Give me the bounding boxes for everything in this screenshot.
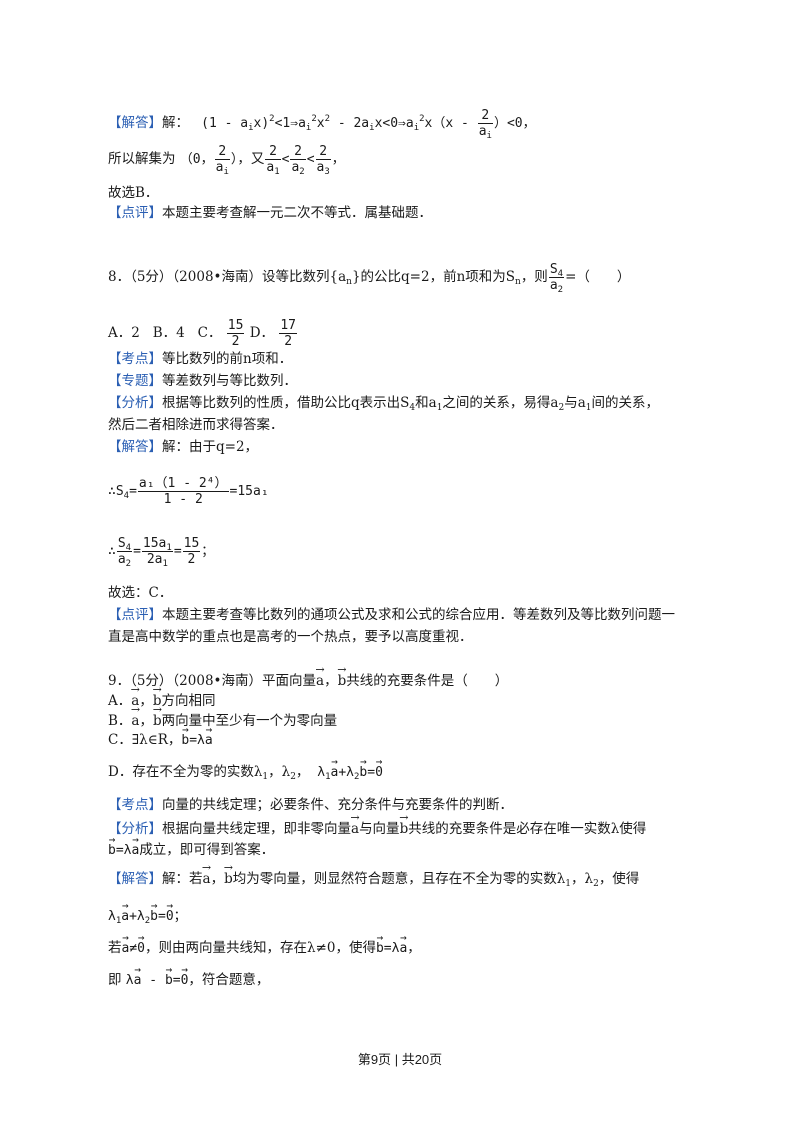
q9-jieda: 【解答】解：若a，b均为零向量，则显然符合题意，且存在不全为零的实数λ1，λ2，… (108, 866, 640, 889)
jieda-label: 【解答】 (108, 115, 162, 131)
q9-fenxi-1: 【分析】根据向量共线定理，即非零向量a与向量b共线的充要条件是必存在唯一实数λ使… (108, 816, 646, 838)
q8-zhuanti: 【专题】等差数列与等比数列． (108, 372, 297, 390)
jieda-label: 【解答】 (108, 439, 162, 455)
q8-header-mid: }的公比q=2，前n项和为S (351, 269, 516, 285)
fenxi-1c: 之间的关系，易得a (442, 395, 559, 411)
q9-ruo-line: 若a≠0，则由两向量共线知，存在λ≠0，使得b=λa， (108, 936, 421, 958)
review-text: 本题主要考查解一元二次不等式．属基础题． (162, 205, 432, 221)
zhuanti-label: 【专题】 (108, 373, 162, 389)
q9-jie-b: 均为零向量，则显然符合题意，且存在不全为零的实数λ (232, 871, 566, 887)
fenxi-1a: 根据等比数列的性质，借助公比q表示出S (162, 395, 410, 411)
q8-eq1: ∴S4=a₁（1 - 2⁴）1 - 2=15a₁ (108, 476, 269, 507)
page-total: 共20页 (401, 1052, 443, 1067)
q8-choose: 故选：C． (108, 585, 173, 601)
q9-option-c: C．∃λ∈R，b=λa (108, 728, 213, 750)
q8-option-a: A．2 (108, 325, 140, 341)
dianping-label: 【点评】 (108, 607, 162, 623)
page-separator: | (394, 1052, 399, 1067)
q8-sub-n: n (346, 277, 352, 287)
opt-d-text: D．存在不全为零的实数λ (108, 764, 263, 780)
fenxi-label: 【分析】 (108, 821, 162, 837)
q9-fenxi-1a: 根据向量共线定理，即非零向量 (162, 821, 351, 837)
q8-header-end: ，则 (520, 269, 548, 285)
zhuanti-text: 等差数列与等比数列． (162, 373, 297, 389)
q9-jie-a: 解：若 (162, 871, 203, 887)
ruo-b-text: ，则由两向量共线知，存在λ≠0，使得 (144, 940, 376, 956)
solution-set-text: 所以解集为 (108, 151, 176, 167)
opt-c-text: C．∃λ∈R， (108, 732, 182, 748)
q9-eq-lambda: λ1a+λ2b=0； (108, 904, 187, 926)
q8-review-1: 【点评】本题主要考查等比数列的通项公式及求和公式的综合应用．等差数列及等比数列问… (108, 606, 675, 624)
q9-option-b: B．a，b两向量中至少有一个为零向量 (108, 708, 337, 730)
q9-option-d: D．存在不全为零的实数λ1，λ2， λ1a+λ2b=0 (108, 760, 383, 782)
q9-fenxi-2-text: 成立，即可得到答案． (139, 842, 275, 858)
q9-fenxi-1c: 共线的充要条件是必存在唯一实数λ使得 (408, 821, 647, 837)
q8-jie-text: 解：由于q=2， (162, 439, 259, 455)
kaodian-text: 等比数列的前n项和． (162, 351, 293, 367)
q8-option-d: D． (249, 325, 275, 341)
q8-kaodian: 【考点】等比数列的前n项和． (108, 350, 292, 368)
ruo-text: 若 (108, 940, 122, 956)
page-footer: 第9页 | 共20页 (0, 1049, 800, 1068)
q8-paren: =（ ） (565, 269, 631, 285)
q9-kaodian: 【考点】向量的共线定理；必要条件、充分条件与充要条件的判断． (108, 796, 513, 814)
opt-b-prefix: B． (108, 713, 132, 729)
opt-a-text: 方向相同 (161, 693, 216, 709)
prev-choose: 故选B． (108, 185, 159, 201)
q9-fenxi-2: b=λa成立，即可得到答案． (108, 838, 274, 860)
prev-review: 【点评】本题主要考查解一元二次不等式．属基础题． (108, 204, 432, 222)
q8-review-2: 直是高中数学的重点也是高考的一个热点，要予以高度重视． (108, 629, 473, 645)
q8-header: 8．（5分）（2008•海南）设等比数列{an}的公比q=2，前n项和为Sn，则… (108, 262, 631, 295)
q9-option-a: A．a，b方向相同 (108, 688, 215, 710)
page-number: 第9页 (357, 1052, 392, 1067)
fenxi-1e: 间的关系， (591, 395, 660, 411)
opt-a-prefix: A． (108, 693, 132, 709)
kaodian-label: 【考点】 (108, 351, 162, 367)
ji-end-text: ，符合题意， (188, 972, 270, 988)
q8-option-c: C． (197, 325, 222, 341)
q9-header: 9．（5分）（2008•海南）平面向量a，b共线的充要条件是（ ） (108, 668, 508, 690)
q8-option-b: B．4 (152, 325, 185, 341)
review-1-text: 本题主要考查等比数列的通项公式及求和公式的综合应用．等差数列及等比数列问题一 (162, 607, 675, 623)
fenxi-1b: 和a (415, 395, 437, 411)
q9-header-b: 共线的充要条件是（ ） (346, 673, 509, 689)
eq1-rhs: =15a₁ (229, 484, 269, 499)
q8-sub-sn: n (515, 277, 521, 287)
you-text: ，又 (237, 151, 265, 167)
q9-jie-c: ，使得 (598, 871, 640, 887)
q9-ji-line: 即 λa - b=0，符合题意， (108, 968, 269, 990)
ji-text: 即 (108, 972, 122, 988)
jie-text: 解： (162, 115, 189, 131)
q8-fenxi-1: 【分析】根据等比数列的性质，借助公比q表示出S4和a1之间的关系，易得a2与a1… (108, 395, 660, 413)
q8-fenxi-2: 然后二者相除进而求得答案． (108, 417, 284, 433)
dianping-label: 【点评】 (108, 205, 162, 221)
q8-jieda: 【解答】解：由于q=2， (108, 438, 258, 456)
fenxi-label: 【分析】 (108, 395, 162, 411)
q8-header-text: 8．（5分）（2008•海南）设等比数列{a (108, 269, 347, 285)
kaodian-label: 【考点】 (108, 797, 162, 813)
fenxi-1d: 与a (564, 395, 586, 411)
q9-kaodian-text: 向量的共线定理；必要条件、充分条件与充要条件的判断． (162, 797, 513, 813)
jieda-label: 【解答】 (108, 871, 162, 887)
eq1-fraction: a₁（1 - 2⁴）1 - 2 (137, 476, 229, 507)
prev-solution-line: 【解答】解： (1 - aix)2<1⇒ai2x2 - 2aix<0⇒ai2x（… (108, 108, 536, 141)
q9-fenxi-1b: 与向量 (359, 821, 400, 837)
